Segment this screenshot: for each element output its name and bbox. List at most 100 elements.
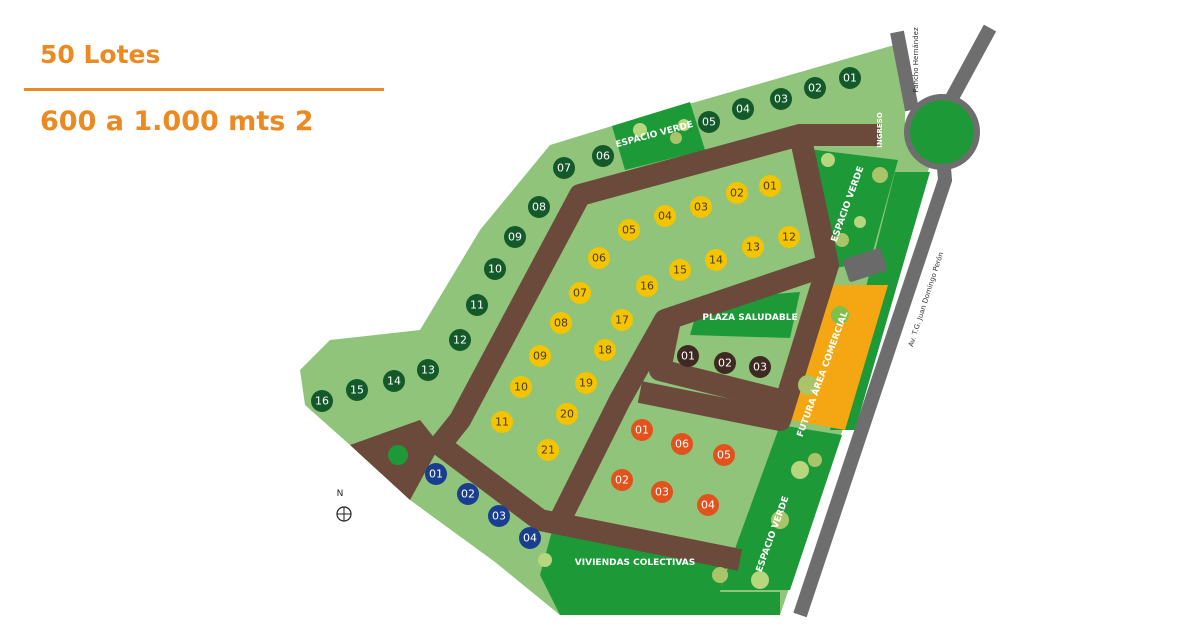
lot-number: 18 (598, 344, 612, 357)
lot-size-range: 600 a 1.000 mts 2 (40, 106, 314, 137)
lot-marker (770, 88, 792, 110)
lot-blue-01[interactable]: 01 (425, 463, 447, 485)
lot-marker (383, 370, 405, 392)
lot-yellow-14[interactable]: 14 (705, 249, 727, 271)
lot-number: 01 (843, 72, 857, 85)
lot-number: 01 (681, 350, 695, 363)
lot-yellow-18[interactable]: 18 (594, 339, 616, 361)
lot-dark-green-02[interactable]: 02 (804, 77, 826, 99)
lot-number: 06 (592, 252, 606, 265)
lot-number: 03 (492, 510, 506, 523)
lot-orange-05[interactable]: 05 (713, 444, 735, 466)
lot-yellow-21[interactable]: 21 (537, 439, 559, 461)
lot-marker (713, 444, 735, 466)
lot-marker (677, 345, 699, 367)
lot-yellow-12[interactable]: 12 (778, 226, 800, 248)
lot-number: 13 (421, 364, 435, 377)
lot-yellow-10[interactable]: 10 (510, 376, 532, 398)
lot-marker (519, 527, 541, 549)
lot-blue-04[interactable]: 04 (519, 527, 541, 549)
lot-number: 04 (658, 210, 672, 223)
lot-yellow-02[interactable]: 02 (726, 182, 748, 204)
lot-dark-green-11[interactable]: 11 (466, 294, 488, 316)
lot-brown-02[interactable]: 02 (714, 352, 736, 374)
lot-blue-03[interactable]: 03 (488, 505, 510, 527)
lot-marker (575, 372, 597, 394)
lot-yellow-15[interactable]: 15 (669, 259, 691, 281)
lot-yellow-11[interactable]: 11 (491, 411, 513, 433)
lot-orange-06[interactable]: 06 (671, 433, 693, 455)
lot-brown-01[interactable]: 01 (677, 345, 699, 367)
lot-yellow-01[interactable]: 01 (759, 175, 781, 197)
lot-yellow-07[interactable]: 07 (569, 282, 591, 304)
lot-marker (732, 98, 754, 120)
lot-yellow-19[interactable]: 19 (575, 372, 597, 394)
lot-dark-green-07[interactable]: 07 (553, 157, 575, 179)
lot-marker (618, 219, 640, 241)
lot-brown-03[interactable]: 03 (749, 356, 771, 378)
lot-dark-green-05[interactable]: 05 (698, 111, 720, 133)
lot-number: 04 (523, 532, 537, 545)
lot-number: 05 (717, 449, 731, 462)
lot-marker (449, 329, 471, 351)
lot-dark-green-08[interactable]: 08 (528, 196, 550, 218)
lot-marker (778, 226, 800, 248)
lots-layer: 01 02 03 04 05 06 07 08 09 10 11 12 13 14 15 16 01 02 03 04… (311, 67, 861, 549)
lot-dark-green-06[interactable]: 06 (592, 145, 614, 167)
internal-roads (429, 124, 880, 571)
lot-dark-green-14[interactable]: 14 (383, 370, 405, 392)
lot-marker (636, 275, 658, 297)
viviendas-colectivas-area (540, 520, 780, 615)
lot-yellow-08[interactable]: 08 (550, 312, 572, 334)
lot-dark-green-01[interactable]: 01 (839, 67, 861, 89)
lot-orange-01[interactable]: 01 (631, 419, 653, 441)
lot-number: 14 (387, 375, 401, 388)
lot-dark-green-03[interactable]: 03 (770, 88, 792, 110)
lot-number: 02 (730, 187, 744, 200)
label-ingreso: INGRESO (876, 112, 884, 147)
lot-marker (714, 352, 736, 374)
lot-yellow-03[interactable]: 03 (690, 196, 712, 218)
lot-yellow-20[interactable]: 20 (556, 403, 578, 425)
lots-count-title: 50 Lotes (40, 40, 161, 69)
lot-number: 02 (718, 357, 732, 370)
lot-yellow-04[interactable]: 04 (654, 205, 676, 227)
lot-orange-04[interactable]: 04 (697, 494, 719, 516)
lot-marker (592, 145, 614, 167)
lot-dark-green-09[interactable]: 09 (504, 226, 526, 248)
futura-area-comercial (790, 285, 888, 430)
lot-dark-green-10[interactable]: 10 (484, 258, 506, 280)
lot-number: 04 (701, 499, 715, 512)
roundabout-center (910, 100, 974, 164)
lot-dark-green-12[interactable]: 12 (449, 329, 471, 351)
lot-dark-green-13[interactable]: 13 (417, 359, 439, 381)
lot-yellow-16[interactable]: 16 (636, 275, 658, 297)
lot-marker (504, 226, 526, 248)
lot-yellow-06[interactable]: 06 (588, 247, 610, 269)
north-arrow: N (336, 489, 352, 522)
lot-marker (611, 309, 633, 331)
label-pancho-hernandez: Pancho Hernández (912, 27, 920, 93)
lot-number: 01 (763, 180, 777, 193)
lot-marker (651, 481, 673, 503)
lot-marker (631, 419, 653, 441)
lot-marker (705, 249, 727, 271)
lot-number: 17 (615, 314, 629, 327)
lot-marker (759, 175, 781, 197)
label-plaza-saludable: PLAZA SALUDABLE (702, 313, 797, 323)
lot-number: 08 (532, 201, 546, 214)
lot-dark-green-15[interactable]: 15 (346, 379, 368, 401)
lot-yellow-05[interactable]: 05 (618, 219, 640, 241)
lot-yellow-17[interactable]: 17 (611, 309, 633, 331)
lot-orange-03[interactable]: 03 (651, 481, 673, 503)
lot-yellow-13[interactable]: 13 (742, 236, 764, 258)
lot-dark-green-04[interactable]: 04 (732, 98, 754, 120)
lot-yellow-09[interactable]: 09 (529, 345, 551, 367)
lot-marker (726, 182, 748, 204)
lot-orange-02[interactable]: 02 (611, 469, 633, 491)
lot-blue-02[interactable]: 02 (457, 483, 479, 505)
roundabout-tree (388, 445, 408, 465)
lot-number: 16 (315, 395, 329, 408)
lot-dark-green-16[interactable]: 16 (311, 390, 333, 412)
